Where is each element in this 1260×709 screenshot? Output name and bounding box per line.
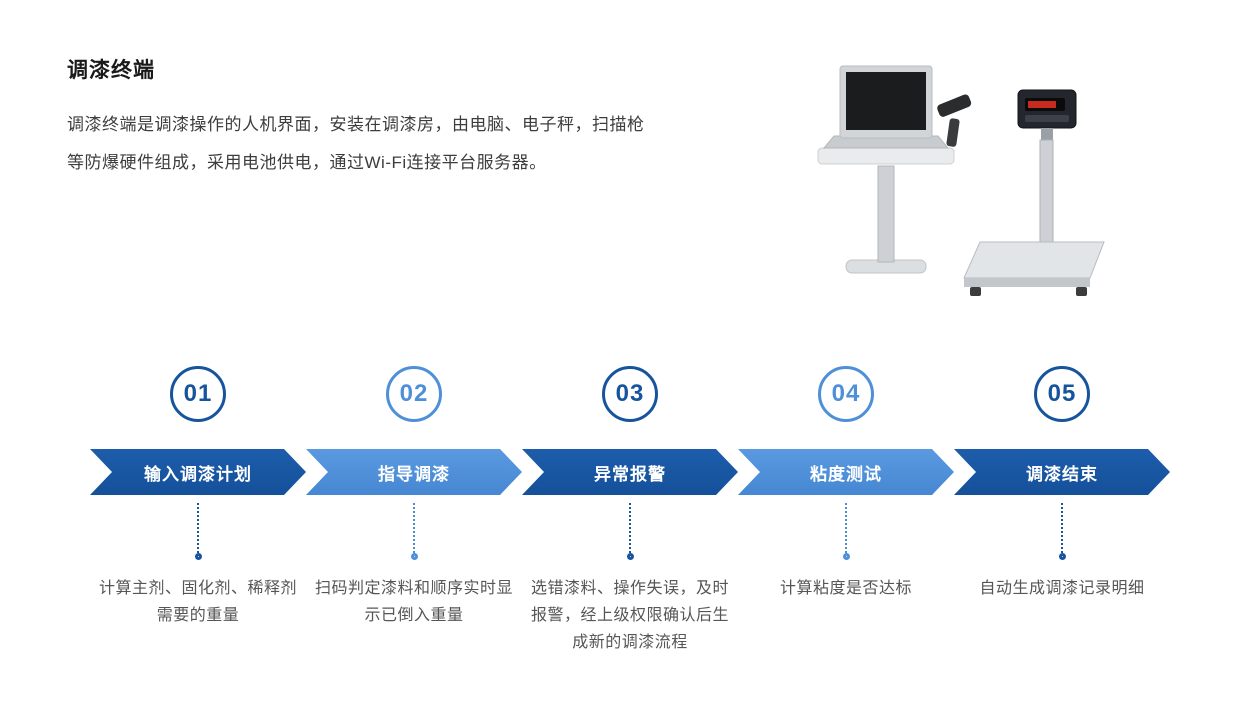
scale-pole — [1039, 139, 1054, 243]
step-5-mixing-finished: 05 调漆结束 自动生成调漆记录明细 — [954, 366, 1170, 656]
step-2-banner: 指导调漆 — [306, 449, 522, 495]
laptop-screen — [846, 72, 926, 130]
step-4-connector-line — [845, 503, 847, 553]
step-4-banner: 粘度测试 — [738, 449, 954, 495]
step-1-input-plan: 01 输入调漆计划 计算主剂、固化剂、稀释剂需要的重量 — [90, 366, 306, 656]
product-photo — [790, 50, 1120, 315]
step-4-connector-dot — [842, 553, 850, 560]
process-flow: 01 输入调漆计划 计算主剂、固化剂、稀释剂需要的重量 02 指导调漆 扫码判定… — [90, 366, 1170, 656]
header-section: 调漆终端 调漆终端是调漆操作的人机界面，安装在调漆房，由电脑、电子秤，扫描枪等防… — [67, 54, 727, 182]
step-5-number-badge: 05 — [1034, 366, 1090, 422]
scale-bracket — [1041, 128, 1053, 140]
scale-foot-left — [970, 287, 981, 296]
page-title: 调漆终端 — [67, 59, 155, 82]
step-3-abnormal-alarm: 03 异常报警 选错漆料、操作失误，及时报警，经上级权限确认后生成新的调漆流程 — [522, 366, 738, 656]
terminal-desk — [817, 147, 955, 165]
step-1-description: 计算主剂、固化剂、稀释剂需要的重量 — [98, 580, 297, 624]
step-2-connector-line — [413, 503, 415, 553]
step-4-description: 计算粘度是否达标 — [779, 580, 912, 597]
step-4-viscosity-test: 04 粘度测试 计算粘度是否达标 — [738, 366, 954, 656]
intro-paragraph: 调漆终端是调漆操作的人机界面，安装在调漆房，由电脑、电子秤，扫描枪等防爆硬件组成… — [67, 115, 645, 172]
scale-foot-right — [1076, 287, 1087, 296]
step-5-description: 自动生成调漆记录明细 — [979, 580, 1145, 597]
scale-platform — [963, 241, 1105, 279]
step-3-connector-line — [629, 503, 631, 553]
terminal-and-scale-illustration — [817, 65, 1105, 296]
scale-platform-edge — [964, 278, 1090, 287]
step-2-connector-dot — [410, 553, 418, 560]
step-2-description: 扫码判定漆料和顺序实时显示已倒入重量 — [314, 580, 513, 624]
step-3-number-badge: 03 — [602, 366, 658, 422]
step-2-number-badge: 02 — [386, 366, 442, 422]
barcode-scanner-icon — [937, 94, 972, 147]
step-5-connector-dot — [1058, 553, 1066, 560]
step-3-connector-dot — [626, 553, 634, 560]
step-1-banner: 输入调漆计划 — [90, 449, 306, 495]
step-1-connector-line — [197, 503, 199, 553]
step-4-number-badge: 04 — [818, 366, 874, 422]
terminal-pedestal — [877, 165, 895, 263]
step-2-guide-mixing: 02 指导调漆 扫码判定漆料和顺序实时显示已倒入重量 — [306, 366, 522, 656]
step-1-connector-dot — [194, 553, 202, 560]
step-5-connector-line — [1061, 503, 1063, 553]
step-5-banner: 调漆结束 — [954, 449, 1170, 495]
step-1-number-badge: 01 — [170, 366, 226, 422]
scale-display — [1017, 89, 1077, 129]
step-3-banner: 异常报警 — [522, 449, 738, 495]
step-3-description: 选错漆料、操作失误，及时报警，经上级权限确认后生成新的调漆流程 — [530, 580, 729, 651]
